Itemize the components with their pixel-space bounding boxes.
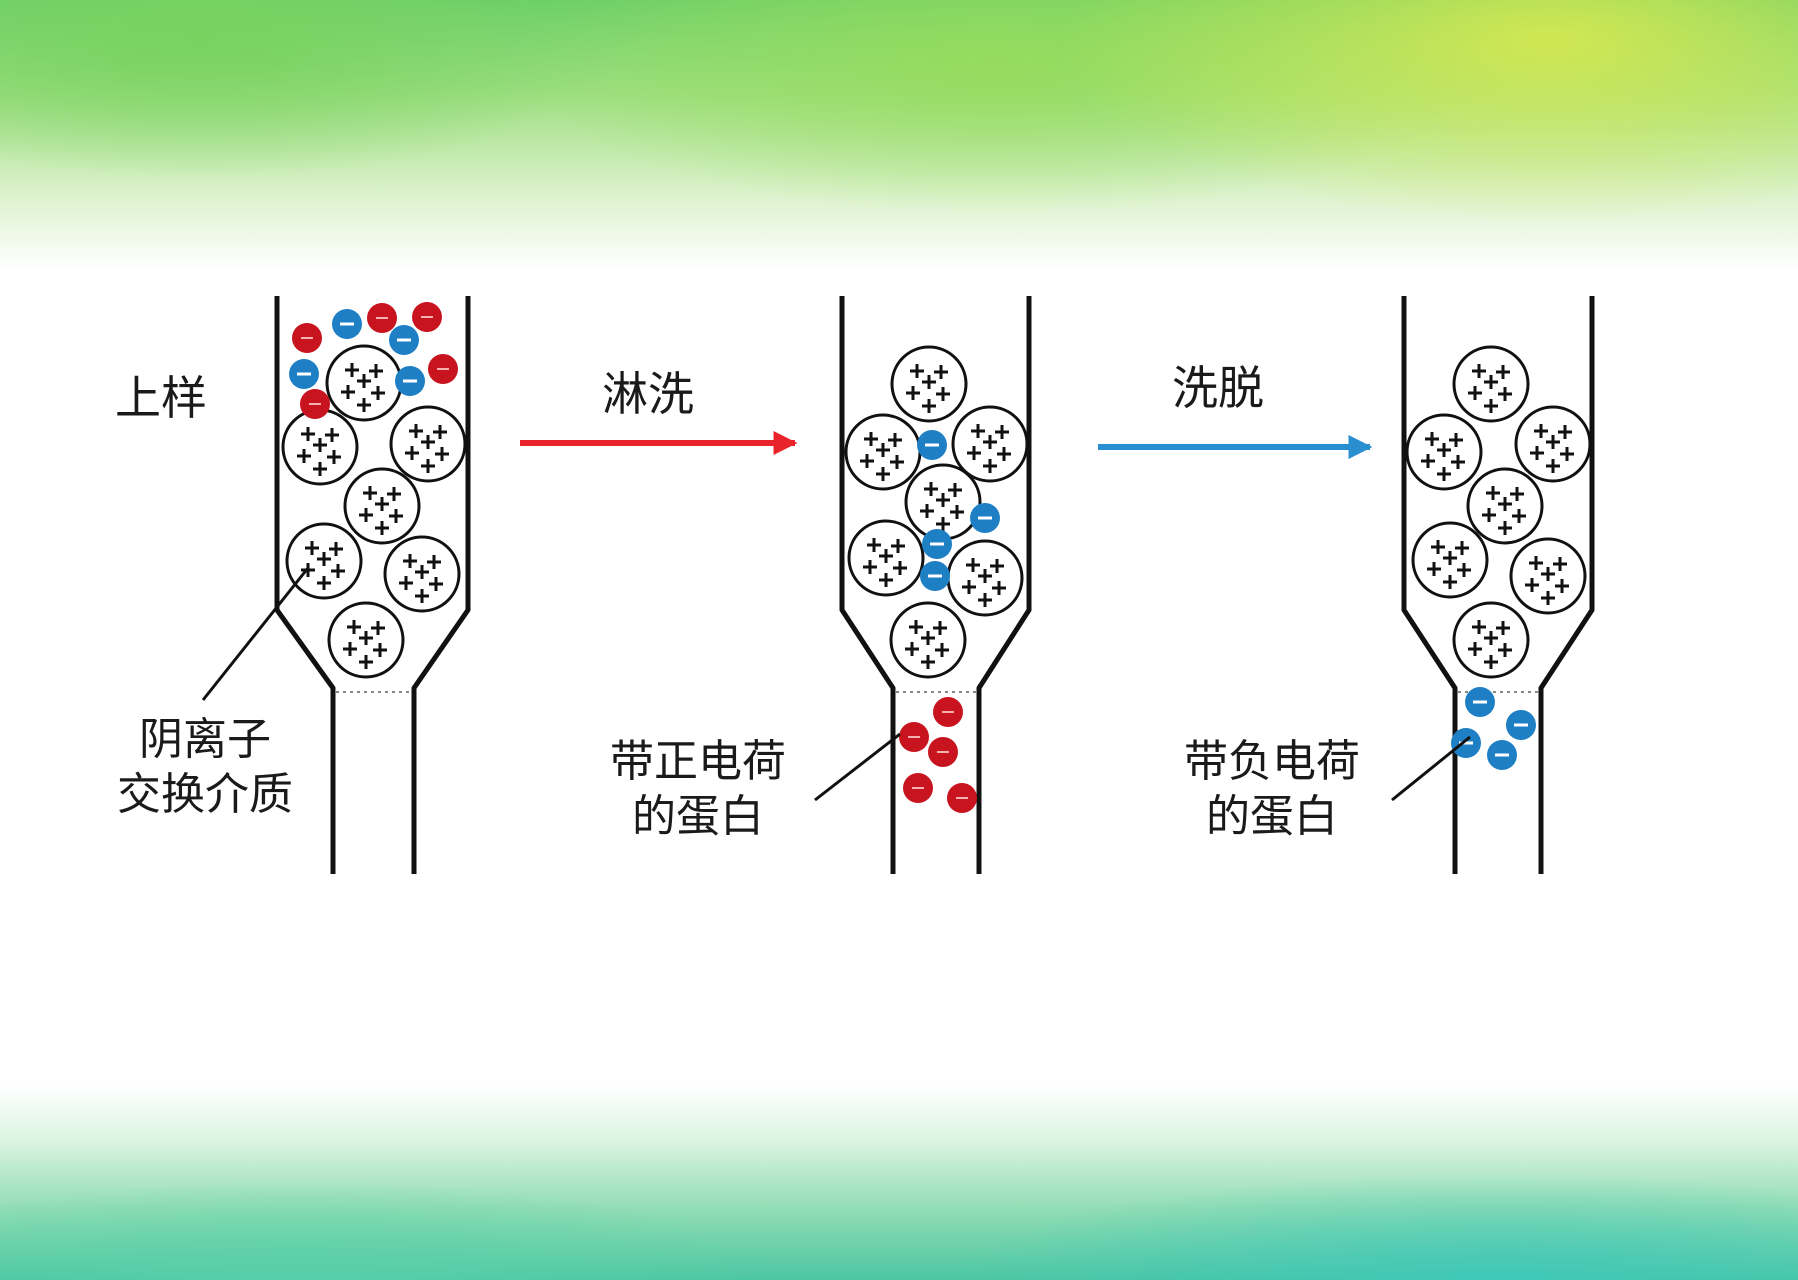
positive-protein-icon [933, 697, 963, 727]
resin-bead-icon [383, 535, 461, 613]
resin-leader-line [201, 567, 310, 701]
negative-protein-icon [1451, 728, 1481, 758]
column-elute-wall-left [1401, 296, 1458, 874]
resin-bead-icon [1514, 405, 1592, 483]
column-wash [839, 296, 1032, 874]
positive-protein-icon [300, 389, 330, 419]
resin-bead-icon [889, 601, 967, 679]
negative-protein-label-line2: 的蛋白 [1206, 791, 1338, 842]
negative-protein-icon [1465, 687, 1495, 717]
resin-bead-icon [1411, 521, 1489, 599]
resin-bead-icon [847, 519, 925, 597]
negative-protein-icon [1506, 710, 1536, 740]
top-gradient-band [0, 0, 1798, 270]
column-wash-wall-right [976, 296, 1032, 874]
positive-protein-icon [947, 783, 977, 813]
resin-bead-icon [327, 601, 405, 679]
negative-protein-icon [389, 325, 419, 355]
negative-protein-label: 带负电荷 的蛋白 [1152, 734, 1392, 844]
positive-protein-label: 带正电荷 的蛋白 [578, 734, 818, 844]
resin-bead-icon [890, 345, 968, 423]
resin-bead-icon [844, 413, 922, 491]
elute-label: 洗脱 [1172, 361, 1264, 415]
resin-bead-icon [904, 463, 982, 541]
pos-protein-leader-line [814, 732, 901, 802]
resin-bead-icon [1452, 345, 1530, 423]
resin-bead-icon [951, 405, 1029, 483]
resin-bead-icon [1405, 413, 1483, 491]
resin-bead-icon [1452, 601, 1530, 679]
resin-bead-icon [389, 405, 467, 483]
positive-protein-icon [367, 303, 397, 333]
negative-protein-label-line1: 带负电荷 [1184, 736, 1360, 787]
column-wash-wall-left [839, 296, 896, 874]
negative-protein-icon [1487, 740, 1517, 770]
column-load [274, 296, 471, 874]
positive-protein-icon [903, 773, 933, 803]
positive-protein-icon [412, 302, 442, 332]
resin-bead-icon [285, 522, 363, 600]
positive-protein-icon [428, 354, 458, 384]
column-load-wall-left [274, 296, 336, 874]
negative-protein-icon [395, 366, 425, 396]
resin-label-line2: 交换介质 [117, 769, 293, 820]
resin-bead-icon [1509, 537, 1587, 615]
negative-protein-icon [917, 430, 947, 460]
bottom-gradient-band [0, 1085, 1798, 1280]
resin-bead-icon [343, 467, 421, 545]
neg-protein-leader-line [1391, 735, 1471, 802]
column-elute-wall-right [1538, 296, 1595, 874]
negative-protein-icon [289, 359, 319, 389]
positive-protein-label-line1: 带正电荷 [610, 736, 786, 787]
column-elute [1401, 296, 1595, 874]
negative-protein-icon [920, 561, 950, 591]
positive-protein-icon [899, 722, 929, 752]
positive-protein-label-line2: 的蛋白 [632, 791, 764, 842]
negative-protein-icon [922, 529, 952, 559]
resin-label: 阴离子 交换介质 [85, 712, 325, 822]
load-label: 上样 [115, 371, 207, 425]
negative-protein-icon [970, 503, 1000, 533]
resin-bead-icon [1466, 467, 1544, 545]
negative-protein-icon [332, 309, 362, 339]
positive-protein-icon [292, 323, 322, 353]
positive-protein-icon [928, 737, 958, 767]
protein-ions [289, 302, 1536, 813]
resin-bead-icon [281, 408, 359, 486]
resin-bead-icon [946, 539, 1024, 617]
column-load-wall-right [411, 296, 471, 874]
resin-label-line1: 阴离子 [139, 714, 271, 765]
wash-label: 淋洗 [602, 367, 694, 421]
resin-bead-icon [325, 344, 403, 422]
resin-beads [281, 344, 1592, 679]
